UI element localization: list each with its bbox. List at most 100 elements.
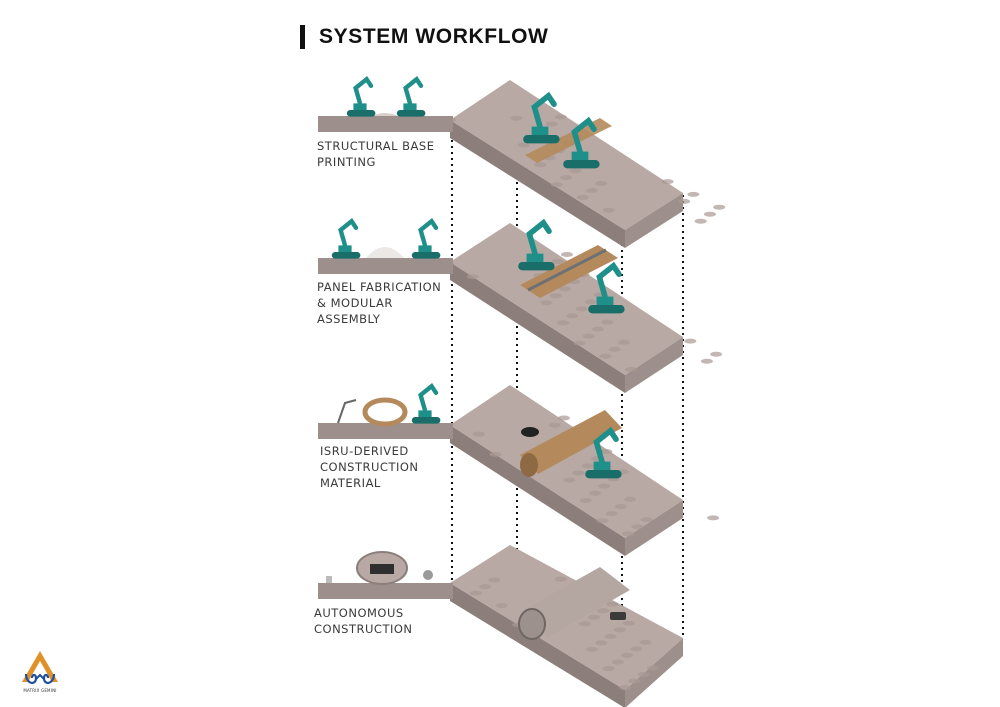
section-isru-ring	[362, 397, 408, 427]
regolith-texture-mark	[595, 640, 608, 646]
page-title: SYSTEM WORKFLOW	[319, 25, 549, 48]
robot-body	[531, 126, 549, 135]
panel-rail	[527, 248, 607, 292]
section-service-robot	[423, 570, 433, 580]
regolith-texture-mark	[554, 576, 567, 582]
robot-track	[563, 160, 600, 169]
regolith-texture-mark	[623, 620, 635, 626]
regolith-texture-mark	[534, 162, 547, 168]
robot-body	[571, 151, 589, 160]
regolith-texture-mark	[540, 300, 553, 306]
robot-track	[411, 417, 441, 424]
regolith-texture-mark	[510, 115, 523, 121]
regolith-texture-mark	[606, 601, 619, 607]
regolith-texture-mark	[631, 524, 644, 530]
section-habitat-interior	[370, 564, 394, 574]
title-accent-bar	[300, 25, 305, 49]
regolith-texture-mark	[622, 531, 635, 537]
slab-front-face	[450, 120, 625, 248]
section-small-rover	[326, 576, 332, 583]
regolith-texture-mark	[703, 211, 716, 217]
regolith-texture-mark	[613, 627, 626, 633]
slab-side-face	[625, 638, 683, 707]
regolith-texture-mark	[625, 366, 638, 372]
matrix-gemini-logo: MATRIX GEMINI	[18, 648, 62, 696]
regolith-texture-mark	[469, 590, 482, 596]
slab-top-face	[450, 80, 683, 230]
logo-text: MATRIX GEMINI	[23, 688, 57, 693]
regolith-texture-mark	[589, 490, 602, 496]
regolith-texture-mark	[472, 431, 485, 437]
regolith-texture-mark	[687, 191, 700, 197]
section-ground-step-3	[318, 423, 453, 439]
robot-track	[411, 252, 441, 259]
habitat-module-hatch	[518, 608, 546, 640]
slab-front-face	[450, 583, 625, 707]
robot-arm	[596, 261, 622, 300]
regolith-texture-mark	[517, 142, 530, 148]
robot-arm	[526, 218, 552, 257]
robot-body	[593, 461, 611, 470]
regolith-texture-mark	[595, 180, 608, 186]
regolith-texture-mark	[563, 477, 576, 483]
robot-body	[418, 245, 432, 252]
regolith-texture-mark	[599, 353, 612, 359]
regolith-texture-mark	[578, 621, 591, 627]
robot-track	[518, 262, 555, 271]
regolith-texture-mark	[661, 179, 674, 185]
regolith-texture-mark	[710, 351, 723, 357]
robot-arm	[353, 75, 374, 106]
isru-tube-opening	[520, 453, 538, 477]
slab-side-face	[625, 193, 683, 248]
regolith-texture-mark	[550, 182, 563, 188]
printed-base-trench	[525, 118, 612, 163]
regolith-texture-mark	[569, 168, 582, 174]
robot-track	[396, 110, 426, 117]
regolith-texture-mark	[598, 483, 611, 489]
printing-robot-b	[563, 116, 600, 169]
regolith-texture-mark	[617, 339, 630, 345]
robot-track	[523, 135, 560, 144]
regolith-texture-mark	[614, 503, 627, 509]
section-drill-arm	[337, 399, 357, 424]
regolith-texture-mark	[572, 470, 585, 476]
slab-step-1	[444, 80, 726, 248]
regolith-texture-mark	[596, 518, 609, 524]
regolith-texture-mark	[489, 451, 502, 457]
robot-track	[346, 110, 376, 117]
regolith-texture-mark	[566, 313, 579, 319]
regolith-texture-mark	[602, 207, 615, 213]
regolith-texture-mark	[597, 608, 610, 614]
robot-arm	[593, 426, 619, 465]
regolith-texture-mark	[601, 319, 614, 325]
section-sketches	[318, 75, 453, 599]
regolith-texture-mark	[585, 187, 598, 193]
regolith-texture-mark	[581, 463, 594, 469]
regolith-texture-mark	[611, 659, 624, 665]
section-robot-1b	[396, 75, 426, 117]
regolith-texture-mark	[575, 306, 588, 312]
slab-step-2	[450, 223, 723, 393]
regolith-texture-mark	[560, 175, 573, 181]
robot-body	[418, 410, 432, 417]
regolith-texture-mark	[545, 121, 558, 127]
regolith-texture-mark	[584, 299, 597, 305]
regolith-texture-mark	[582, 333, 595, 339]
slab-side-face	[625, 500, 683, 556]
section-print-mound	[372, 113, 398, 116]
section-robot-2a	[331, 217, 361, 259]
regolith-texture-mark	[573, 340, 586, 346]
robot-arm	[531, 91, 557, 130]
regolith-texture-mark	[640, 517, 653, 523]
step-label-structural-base: STRUCTURAL BASE PRINTING	[317, 139, 435, 169]
regolith-texture-mark	[479, 584, 492, 590]
regolith-texture-mark	[684, 338, 697, 344]
isru-tube-body	[520, 410, 622, 474]
slab-top-face	[450, 223, 683, 375]
step-label-autonomous-construction: AUTONOMOUS CONSTRUCTION	[314, 606, 413, 636]
regolith-texture-mark	[637, 672, 650, 678]
excavator-rover	[521, 427, 539, 437]
slab-front-face	[450, 262, 625, 393]
section-robot-3	[411, 382, 441, 424]
